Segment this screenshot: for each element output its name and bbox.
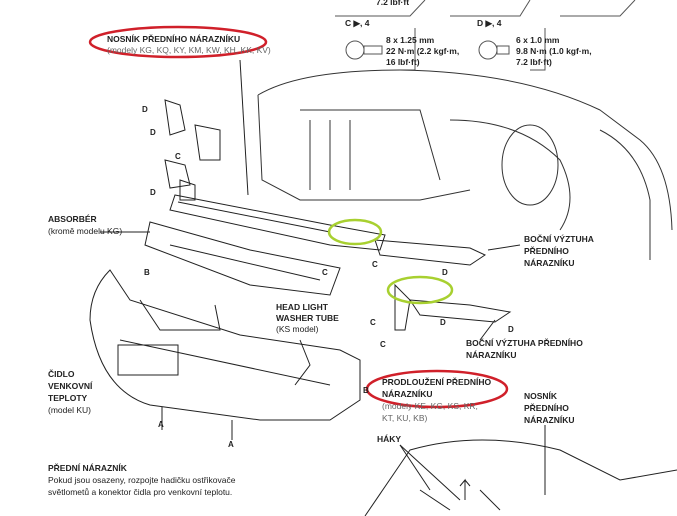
bumper-note1: Pokud jsou osazeny, rozpojte hadičku ost… — [48, 475, 236, 485]
marker-c: C — [322, 268, 328, 277]
sensor-line1: ČIDLO — [48, 369, 75, 379]
fastener-c-torque2: 16 lbf·ft) — [386, 57, 420, 67]
side-reinforcements — [374, 239, 521, 341]
side-lower-line1: BOČNÍ VÝZTUHA PŘEDNÍHO — [466, 338, 583, 348]
marker-c: C — [372, 260, 378, 269]
side-upper-line2: PŘEDNÍHO — [524, 246, 569, 256]
fastener-d-size: 6 x 1.0 mm — [516, 35, 560, 45]
fastener-boxes — [335, 0, 636, 71]
marker-d: D — [150, 128, 156, 137]
car-body — [257, 69, 673, 260]
marker-b: B — [363, 386, 369, 395]
absorber-title: ABSORBÉR — [48, 214, 97, 224]
side-upper-line3: NÁRAZNÍKU — [524, 258, 575, 268]
marker-c: C — [175, 152, 181, 161]
fastener-c-torque: 22 N·m (2.2 kgf·m, — [386, 46, 460, 56]
hooks-title: HÁKY — [377, 434, 402, 444]
sensor-note: (model KU) — [48, 405, 91, 415]
marker-d: D — [508, 325, 514, 334]
bumper-note2: světlometů a konektor čidla pro venkovní… — [48, 487, 233, 497]
sensor-line3: TEPLOTY — [48, 393, 88, 403]
side-upper-line1: BOČNÍ VÝZTUHA — [524, 234, 594, 244]
hooks-inset — [364, 425, 677, 516]
marker-c: C — [370, 318, 376, 327]
fastener-d-torque: 9.8 N·m (1.0 kgf·m, — [516, 46, 592, 56]
extension-note1: (modely KE, KG, KS, KR, — [382, 401, 478, 411]
bumper-title: PŘEDNÍ NÁRAZNÍK — [48, 463, 127, 473]
extension-line2: NÁRAZNÍKU — [382, 389, 433, 399]
fastener-c-label: C ▶, 4 — [345, 18, 370, 28]
marker-d: D — [142, 105, 148, 114]
side-lower-line2: NÁRAZNÍKU — [466, 350, 517, 360]
green-highlight-extension-right — [386, 275, 454, 305]
beam-right-line3: NÁRAZNÍKU — [524, 415, 575, 425]
fastener-d-label: D ▶, 4 — [477, 18, 502, 28]
bumper-beam — [169, 59, 386, 251]
fastener-c-size: 8 x 1.25 mm — [386, 35, 435, 45]
extension-line1: PRODLOUŽENÍ PŘEDNÍHO — [382, 377, 492, 387]
marker-d: D — [440, 318, 446, 327]
red-highlight-beam — [88, 25, 268, 59]
front-bumper-cover — [89, 269, 361, 440]
extension-note2: KT, KU, KB) — [382, 413, 428, 423]
marker-d: D — [442, 268, 448, 277]
beam-top-note: (modely KG, KQ, KY, KM, KW, KH, KK, KV) — [107, 45, 271, 55]
beam-right-line2: PŘEDNÍHO — [524, 403, 569, 413]
marker-b: B — [144, 268, 150, 277]
marker-d: D — [150, 188, 156, 197]
fastener-d-torque2: 7.2 lbf·ft) — [516, 57, 552, 67]
brackets — [164, 99, 221, 201]
fastener-partial-torque: 7.2 lbf·ft — [376, 0, 410, 7]
beam-right-line1: NOSNÍK — [524, 391, 558, 401]
washer-tube-line1: HEAD LIGHT — [276, 302, 328, 312]
washer-tube-line2: WASHER TUBE — [276, 313, 339, 323]
marker-c: C — [380, 340, 386, 349]
beam-top-title: NOSNÍK PŘEDNÍHO NÁRAZNÍKU — [107, 34, 241, 44]
marker-a: A — [158, 420, 164, 429]
washer-tube-note: (KS model) — [276, 324, 319, 334]
absorber-note: (kromě modelu KG) — [48, 226, 123, 236]
sensor-line2: VENKOVNÍ — [48, 381, 93, 391]
green-highlight-extension-left — [327, 218, 383, 246]
red-highlight-extension — [365, 369, 509, 409]
absorber — [100, 221, 341, 296]
marker-a: A — [228, 440, 234, 449]
